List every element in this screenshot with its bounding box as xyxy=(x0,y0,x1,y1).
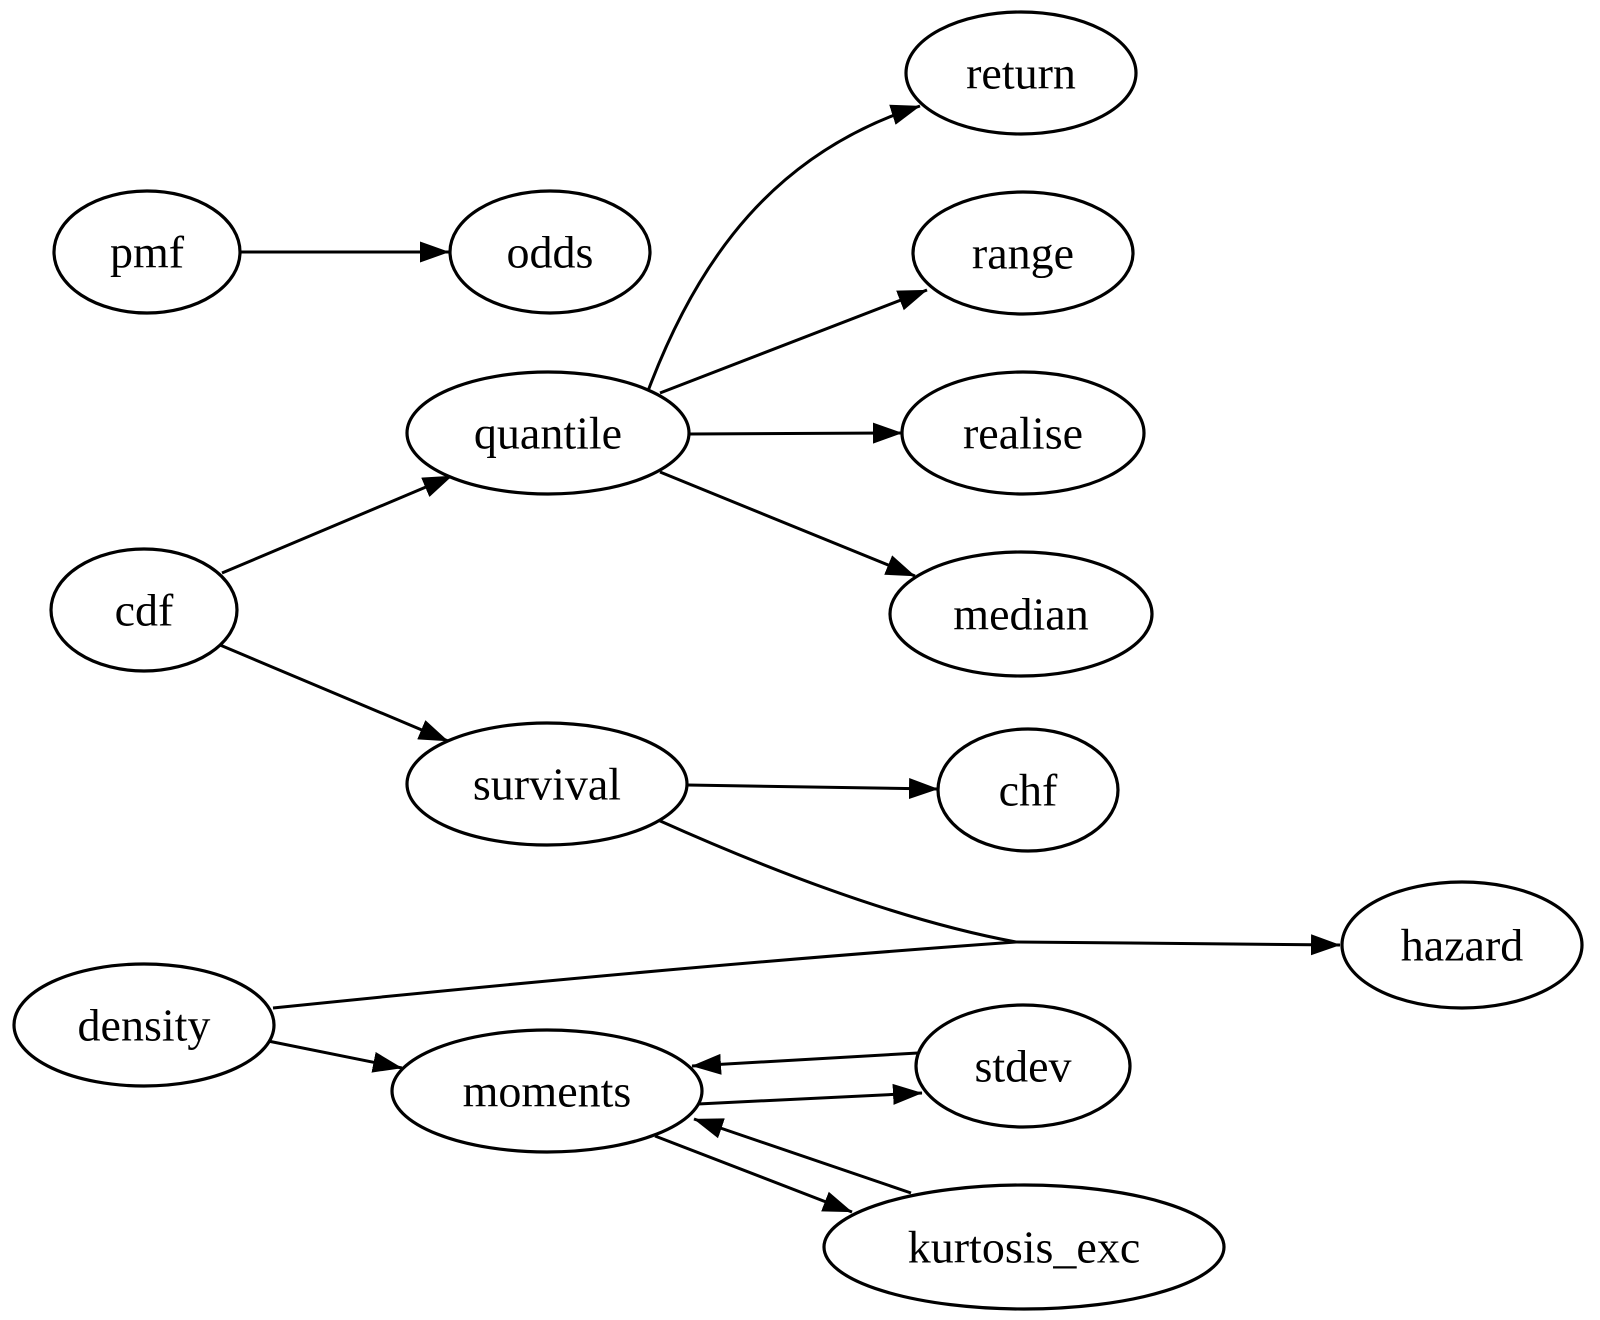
node-shape-hazard xyxy=(1340,880,1584,1010)
edge-cdf-quantile xyxy=(221,474,453,575)
node-label-range: range xyxy=(972,228,1074,279)
node-label-moments: moments xyxy=(463,1066,632,1117)
node-label-hazard: hazard xyxy=(1401,920,1524,971)
edge-cdf-survival xyxy=(219,643,449,743)
node-label-kurtosis_exc: kurtosis_exc xyxy=(908,1222,1141,1273)
graph-node-kurtosis_exc: kurtosis_exc xyxy=(822,1183,1226,1311)
graph-node-hazard: hazard xyxy=(1340,880,1584,1010)
graph-node-cdf: cdf xyxy=(49,547,239,673)
node-shape-return xyxy=(904,10,1138,136)
node-label-survival: survival xyxy=(473,759,621,810)
node-label-chf: chf xyxy=(999,765,1058,816)
node-label-stdev: stdev xyxy=(974,1041,1071,1092)
node-shape-median xyxy=(888,550,1154,678)
edge-moments-stdev xyxy=(697,1083,923,1106)
graph-node-chf: chf xyxy=(936,727,1120,853)
edge-stdev-moments xyxy=(691,1051,919,1075)
node-label-median: median xyxy=(953,589,1088,640)
node-label-cdf: cdf xyxy=(115,585,174,636)
node-shape-kurtosis_exc xyxy=(822,1183,1226,1311)
node-shape-survival xyxy=(405,721,689,847)
edge-quantile-return xyxy=(646,104,921,392)
node-shape-range xyxy=(911,190,1135,316)
node-shape-density xyxy=(12,962,276,1088)
graph-node-range: range xyxy=(911,190,1135,316)
node-shape-moments xyxy=(390,1028,704,1154)
graph-node-moments: moments xyxy=(390,1028,704,1154)
edge-quantile-median xyxy=(659,470,916,578)
nodes-layer: pmf odds return range quantile realise cdf medi… xyxy=(12,10,1584,1311)
node-label-pmf: pmf xyxy=(110,227,185,278)
edge-moments-kurtosis_exc xyxy=(654,1134,853,1214)
edge-density-hazard xyxy=(272,934,1341,1010)
node-label-realise: realise xyxy=(963,408,1083,459)
graph-node-odds: odds xyxy=(448,189,652,315)
edge-quantile-realise xyxy=(688,422,903,444)
edge-kurtosis_exc-moments xyxy=(693,1117,912,1195)
edges-layer xyxy=(219,104,1341,1214)
graph-node-return: return xyxy=(904,10,1138,136)
node-label-return: return xyxy=(966,48,1076,99)
node-label-density: density xyxy=(78,1000,211,1051)
graph-node-pmf: pmf xyxy=(52,189,242,315)
graph-node-survival: survival xyxy=(405,721,689,847)
edge-density-moments xyxy=(267,1039,403,1073)
node-shape-stdev xyxy=(914,1003,1132,1129)
node-label-odds: odds xyxy=(507,227,594,278)
graph-node-stdev: stdev xyxy=(914,1003,1132,1129)
graph-node-quantile: quantile xyxy=(405,370,691,496)
graph-node-median: median xyxy=(888,550,1154,678)
edge-survival-hazard xyxy=(657,818,1017,944)
node-shape-chf xyxy=(936,727,1120,853)
node-label-quantile: quantile xyxy=(474,408,622,459)
node-shape-realise xyxy=(900,370,1146,496)
node-shape-odds xyxy=(448,189,652,315)
node-shape-pmf xyxy=(52,189,242,315)
node-shape-cdf xyxy=(49,547,239,673)
graph-node-realise: realise xyxy=(900,370,1146,496)
graph-node-density: density xyxy=(12,962,276,1088)
node-shape-quantile xyxy=(405,370,691,496)
edge-survival-chf xyxy=(686,778,939,800)
edge-quantile-range xyxy=(659,288,928,395)
